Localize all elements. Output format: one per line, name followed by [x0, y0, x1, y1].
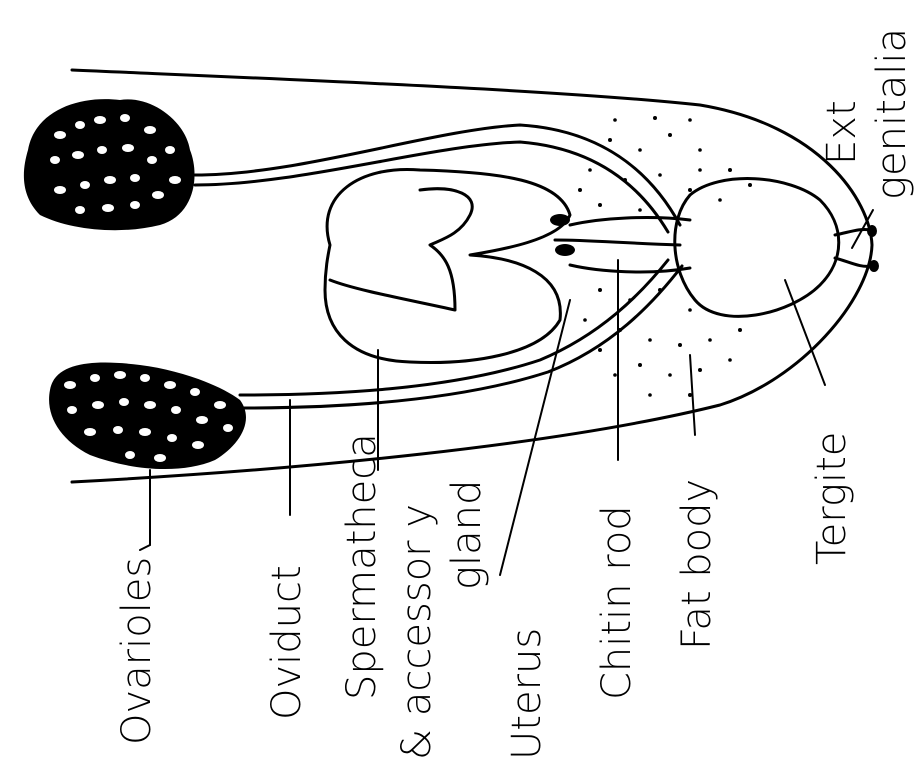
label-chitin-rod: Chitin rod: [594, 505, 640, 700]
tergite: [675, 179, 839, 317]
fat-body-stipple: [578, 116, 752, 397]
ovariole-top: [24, 99, 195, 230]
oviduct-bottom: [240, 260, 668, 395]
spermatheca-inner-fold: [330, 189, 472, 310]
label-oviduct: Oviduct: [264, 565, 310, 720]
leader-lines: [140, 0, 873, 575]
label-spermatheca-line1: Spermatheca: [339, 433, 385, 700]
oviduct-top-inner: [195, 142, 668, 232]
oviduct-top: [195, 125, 680, 225]
label-ovarioles: Ovarioles: [114, 557, 160, 745]
label-ext-genitalia-line1: Ext: [819, 100, 865, 165]
label-spermatheca-line3: gland: [444, 480, 490, 590]
label-spermatheca-line2: & accessor y: [394, 504, 440, 760]
label-ext-genitalia-line2: genitalia: [869, 28, 915, 200]
oviduct-bottom-inner: [242, 266, 682, 408]
label-uterus: Uterus: [504, 628, 550, 760]
label-tergite: Tergite: [809, 432, 855, 565]
label-fat-body: Fat body: [674, 479, 720, 650]
ovariole-bottom: [49, 363, 246, 470]
chitin-rod-marks: [550, 214, 575, 256]
spermatheca-duct: [555, 240, 680, 245]
